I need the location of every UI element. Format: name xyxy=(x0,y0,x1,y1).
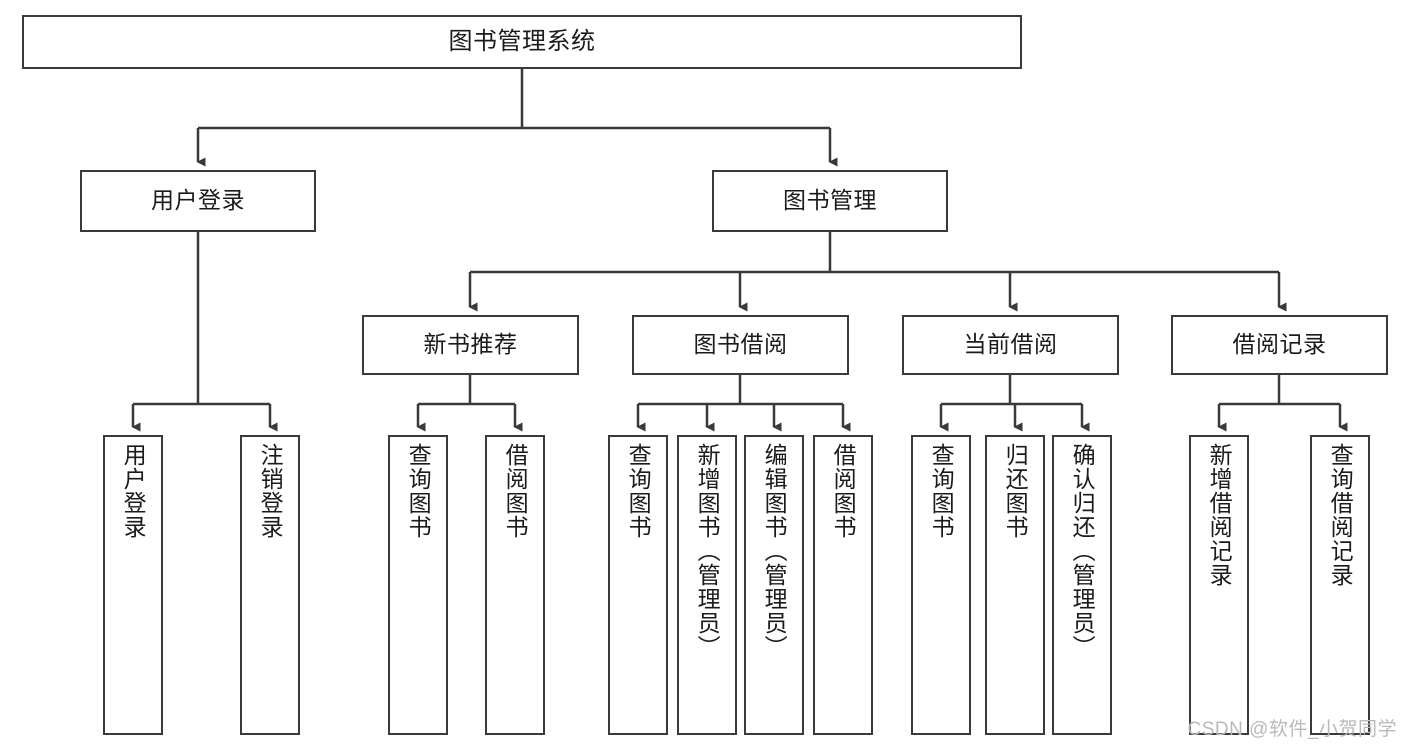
node-book-borrowing[interactable]: 图书借阅 xyxy=(632,315,849,375)
node-label: 新增借阅记录 xyxy=(1206,443,1233,587)
node-label: 图书管理系统 xyxy=(448,27,596,55)
node-leaf-query-book-newbook[interactable]: 查询图书 xyxy=(388,435,448,735)
node-label: 借阅图书 xyxy=(502,443,529,539)
node-leaf-return-book[interactable]: 归还图书 xyxy=(985,435,1045,735)
node-leaf-add-borrow-record[interactable]: 新增借阅记录 xyxy=(1189,435,1249,735)
node-label: 编辑图书（管理员） xyxy=(761,443,788,659)
node-label: 借阅记录 xyxy=(1232,331,1327,358)
node-label: 新增图书（管理员） xyxy=(694,443,721,659)
node-label: 归还图书 xyxy=(1002,443,1029,539)
node-book-management[interactable]: 图书管理 xyxy=(712,170,948,232)
node-leaf-borrow-book-newbook[interactable]: 借阅图书 xyxy=(485,435,545,735)
node-label: 确认归还（管理员） xyxy=(1069,443,1096,659)
node-label: 图书管理 xyxy=(783,187,877,214)
node-leaf-user-login[interactable]: 用户登录 xyxy=(103,435,163,735)
node-label: 注销登录 xyxy=(257,443,284,539)
node-leaf-add-book-admin[interactable]: 新增图书（管理员） xyxy=(677,435,737,735)
node-leaf-edit-book-admin[interactable]: 编辑图书（管理员） xyxy=(744,435,804,735)
watermark-text: CSDN @软件_小贺同学 xyxy=(1187,719,1397,740)
node-label: 查询借阅记录 xyxy=(1327,443,1354,587)
node-leaf-confirm-return-admin[interactable]: 确认归还（管理员） xyxy=(1052,435,1112,735)
node-leaf-borrow-book[interactable]: 借阅图书 xyxy=(813,435,873,735)
node-label: 用户登录 xyxy=(120,443,147,539)
node-user-login[interactable]: 用户登录 xyxy=(80,170,316,232)
node-label: 图书借阅 xyxy=(693,331,788,358)
node-new-book-recommendation[interactable]: 新书推荐 xyxy=(362,315,579,375)
node-borrowing-records[interactable]: 借阅记录 xyxy=(1171,315,1388,375)
node-label: 查询图书 xyxy=(405,443,432,539)
node-root-system[interactable]: 图书管理系统 xyxy=(22,15,1022,69)
node-label: 查询图书 xyxy=(625,443,652,539)
node-leaf-query-borrow-record[interactable]: 查询借阅记录 xyxy=(1310,435,1370,735)
node-leaf-query-book-borrow[interactable]: 查询图书 xyxy=(608,435,668,735)
node-leaf-query-book-current[interactable]: 查询图书 xyxy=(911,435,971,735)
node-label: 借阅图书 xyxy=(830,443,857,539)
node-current-borrowing[interactable]: 当前借阅 xyxy=(902,315,1119,375)
node-leaf-logout[interactable]: 注销登录 xyxy=(240,435,300,735)
node-label: 新书推荐 xyxy=(423,331,518,358)
node-label: 查询图书 xyxy=(928,443,955,539)
node-label: 用户登录 xyxy=(151,187,245,214)
node-label: 当前借阅 xyxy=(963,331,1058,358)
